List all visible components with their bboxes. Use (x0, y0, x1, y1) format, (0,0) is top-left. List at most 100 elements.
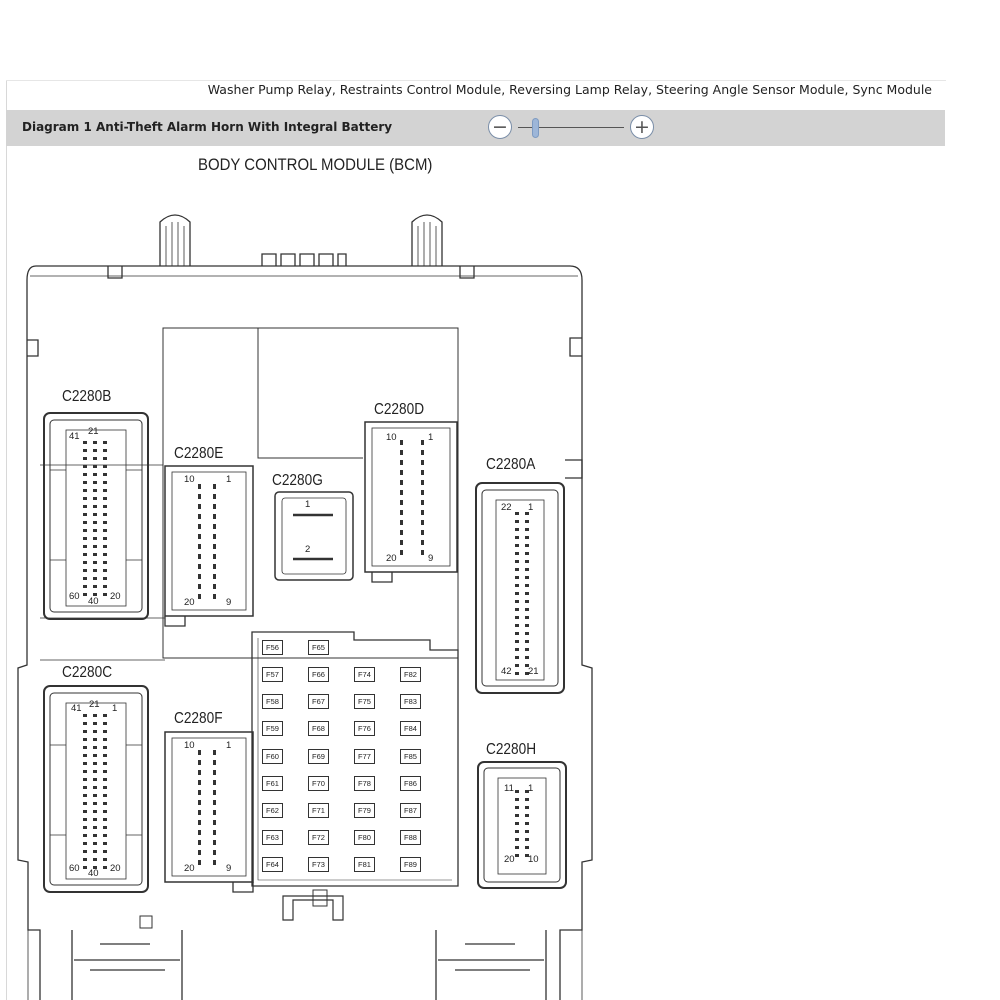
fuse[interactable]: F72 (308, 830, 329, 845)
fuse[interactable]: F60 (262, 749, 283, 764)
fuse[interactable]: F70 (308, 776, 329, 791)
pin-dot (525, 512, 529, 515)
fuse[interactable]: F75 (354, 694, 375, 709)
fuse[interactable]: F71 (308, 803, 329, 818)
pin-dot (213, 780, 216, 785)
connector-label-c2280f: C2280F (174, 710, 223, 727)
pin-dot (213, 594, 216, 599)
pin-dot (421, 470, 424, 475)
pin-dot (525, 632, 529, 635)
pin-dot (93, 738, 97, 741)
pin-dot (103, 858, 107, 861)
pin-dot (103, 754, 107, 757)
zoom-slider-thumb[interactable] (532, 118, 539, 138)
pin-dot (93, 505, 97, 508)
pin-dot (515, 576, 519, 579)
pin-number: 41 (71, 703, 82, 714)
pin-dot (103, 866, 107, 869)
pin-dot (83, 529, 87, 532)
fuse[interactable]: F68 (308, 721, 329, 736)
pin-dot (83, 577, 87, 580)
fuse[interactable]: F85 (400, 749, 421, 764)
pin-dot (400, 510, 403, 515)
fuse[interactable]: F63 (262, 830, 283, 845)
pin-dot (83, 746, 87, 749)
pin-dot (103, 826, 107, 829)
fuse[interactable]: F89 (400, 857, 421, 872)
fuse[interactable]: F57 (262, 667, 283, 682)
fuse[interactable]: F67 (308, 694, 329, 709)
pin-dot (515, 656, 519, 659)
pin-dot (400, 530, 403, 535)
pin-dot (103, 505, 107, 508)
fuse[interactable]: F56 (262, 640, 283, 655)
pin-number: 2 (305, 544, 311, 555)
pin-dot (421, 480, 424, 485)
fuse[interactable]: F73 (308, 857, 329, 872)
pin-dot (83, 834, 87, 837)
pin-dot (213, 860, 216, 865)
pin-dot (93, 489, 97, 492)
fuse[interactable]: F59 (262, 721, 283, 736)
zoom-out-button[interactable]: − (488, 115, 512, 139)
pin-dot (525, 544, 529, 547)
pin-dot (213, 484, 216, 489)
pin-dot (515, 672, 519, 675)
pin-dot (515, 608, 519, 611)
fuse[interactable]: F86 (400, 776, 421, 791)
pin-dot (83, 457, 87, 460)
zoom-in-button[interactable]: + (630, 115, 654, 139)
fuse[interactable]: F81 (354, 857, 375, 872)
fuse[interactable]: F65 (308, 640, 329, 655)
fuse[interactable]: F76 (354, 721, 375, 736)
pin-dot (515, 648, 519, 651)
pin-dot (525, 560, 529, 563)
fuse[interactable]: F61 (262, 776, 283, 791)
pin-dot (93, 810, 97, 813)
pin-dot (198, 850, 201, 855)
fuse[interactable]: F84 (400, 721, 421, 736)
fuse[interactable]: F83 (400, 694, 421, 709)
connector-pin-dots (83, 440, 529, 869)
pin-dot (515, 568, 519, 571)
pin-dot (213, 504, 216, 509)
fuse[interactable]: F58 (262, 694, 283, 709)
fuse[interactable]: F80 (354, 830, 375, 845)
pin-dot (198, 534, 201, 539)
pin-dot (400, 490, 403, 495)
pin-dot (421, 540, 424, 545)
pin-dot (93, 786, 97, 789)
pin-dot (515, 616, 519, 619)
pin-dot (93, 465, 97, 468)
fuse[interactable]: F79 (354, 803, 375, 818)
pin-dot (198, 594, 201, 599)
pin-dot (93, 802, 97, 805)
pin-dot (515, 592, 519, 595)
fuse[interactable]: F69 (308, 749, 329, 764)
pin-dot (198, 554, 201, 559)
pin-dot (421, 450, 424, 455)
fuse[interactable]: F87 (400, 803, 421, 818)
pin-number: 42 (501, 666, 512, 677)
pin-dot (103, 561, 107, 564)
pin-dot (525, 584, 529, 587)
pin-dot (213, 574, 216, 579)
zoom-slider-track[interactable] (518, 127, 624, 128)
pin-number: 9 (428, 553, 434, 564)
fuse[interactable]: F74 (354, 667, 375, 682)
pin-dot (198, 504, 201, 509)
fuse[interactable]: F82 (400, 667, 421, 682)
fuse[interactable]: F64 (262, 857, 283, 872)
pin-number: 20 (110, 591, 121, 602)
pin-dot (198, 860, 201, 865)
pin-number: 40 (88, 868, 99, 879)
fuse[interactable]: F88 (400, 830, 421, 845)
pin-dot (83, 810, 87, 813)
pin-number: 1 (112, 703, 118, 714)
fuse[interactable]: F62 (262, 803, 283, 818)
pin-dot (213, 760, 216, 765)
fuse[interactable]: F66 (308, 667, 329, 682)
fuse[interactable]: F77 (354, 749, 375, 764)
fuse[interactable]: F78 (354, 776, 375, 791)
pin-dot (213, 810, 216, 815)
